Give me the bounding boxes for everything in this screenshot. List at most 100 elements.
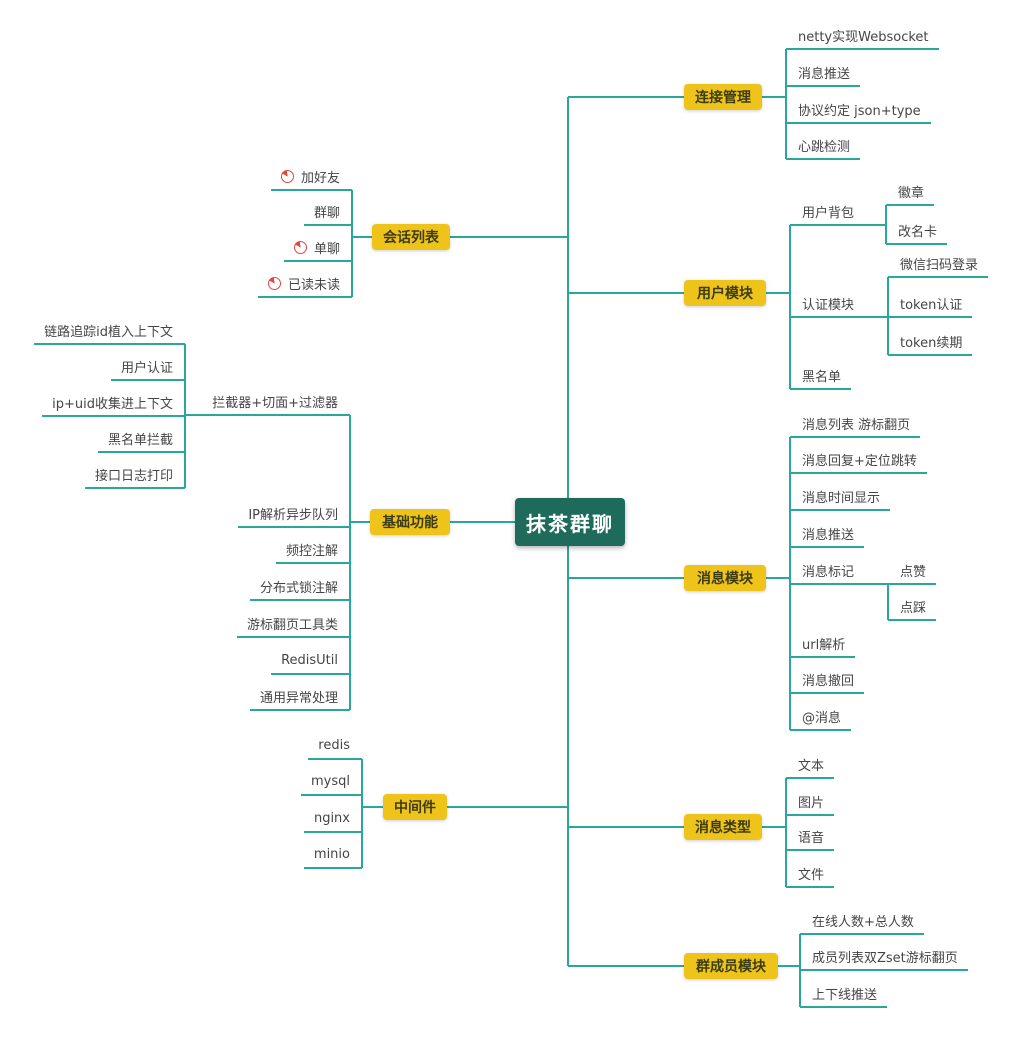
topic-label: 分布式锁注解 [259,580,338,596]
topic-label: 群聊 [313,205,340,221]
topic-netty[interactable]: netty实现Websocket [786,26,939,50]
topic-label: 成员列表双Zset游标翻页 [812,950,958,966]
topic-label: 文本 [798,758,825,774]
topic-rate-limit[interactable]: 频控注解 [275,540,350,564]
topic-label: 图片 [798,795,825,811]
topic-add-friend[interactable]: 加好友 [270,167,352,191]
topic-label: 微信扫码登录 [900,257,979,273]
topic-label: 点赞 [900,564,927,580]
topic-label: 拦截器+切面+过滤器 [212,395,338,411]
topic-label: 消息推送 [798,66,851,82]
topic-label: 在线人数+总人数 [812,914,914,930]
topic-badge[interactable]: 徽章 [886,182,935,206]
topic-label: @消息 [802,710,842,726]
topic-user-bag[interactable]: 用户背包 [790,202,864,226]
topic-voice[interactable]: 语音 [786,827,835,851]
topic-label: 文件 [798,867,825,883]
topic-label: 加好友 [300,170,340,186]
topic-label: ip+uid收集进上下文 [52,396,173,412]
topic-heartbeat[interactable]: 心跳检测 [786,136,861,160]
topic-msg-recall[interactable]: 消息撤回 [790,670,865,694]
topic-image[interactable]: 图片 [786,792,835,816]
topic-label: 用户背包 [802,205,855,221]
topic-label: 消息标记 [802,564,855,580]
topic-label: 语音 [798,830,825,846]
topic-blacklist[interactable]: 黑名单 [790,366,852,390]
topic-label: mysql [311,773,350,789]
topic-redis[interactable]: redis [308,736,362,760]
topic-label: 消息回复+定位跳转 [802,453,917,469]
topic-label: minio [313,846,350,862]
topic-msg-list[interactable]: 消息列表 游标翻页 [790,414,921,438]
topic-file[interactable]: 文件 [786,864,835,888]
topic-user-auth[interactable]: 用户认证 [110,357,185,381]
topic-like[interactable]: 点赞 [888,561,937,585]
topic-single-chat[interactable]: 单聊 [283,238,352,262]
topic-label: token续期 [900,335,963,351]
topic-wechat-scan[interactable]: 微信扫码登录 [888,254,989,278]
topic-label: url解析 [802,637,846,653]
topic-ip-queue[interactable]: IP解析异步队列 [238,504,350,528]
topic-api-log[interactable]: 接口日志打印 [84,465,185,489]
topic-label: 单聊 [313,241,340,257]
topic-text[interactable]: 文本 [786,755,835,779]
topic-trace-id[interactable]: 链路追踪id植入上下文 [34,321,185,345]
topic-label: 认证模块 [802,297,855,313]
branch-b-connect[interactable]: 连接管理 [684,84,762,110]
topic-updown-push[interactable]: 上下线推送 [800,984,888,1008]
topic-label: 消息推送 [802,527,855,543]
topic-label: RedisUtil [281,652,338,668]
topic-label: 心跳检测 [798,139,851,155]
root-topic[interactable]: 抹茶群聊 [515,498,625,546]
topic-exception[interactable]: 通用异常处理 [249,687,350,711]
topic-dist-lock[interactable]: 分布式锁注解 [249,577,350,601]
topic-auth[interactable]: 认证模块 [790,294,864,318]
topic-label: redis [318,737,350,753]
topic-group-chat[interactable]: 群聊 [303,202,352,226]
topic-minio[interactable]: minio [303,845,362,869]
topic-rename-card[interactable]: 改名卡 [886,221,948,245]
topic-label: 游标翻页工具类 [246,617,338,633]
branch-b-middleware[interactable]: 中间件 [383,794,447,820]
branch-b-message[interactable]: 消息模块 [684,565,766,591]
topic-label: netty实现Websocket [798,29,929,45]
topic-nginx[interactable]: nginx [303,809,362,833]
topic-label: 消息列表 游标翻页 [802,417,911,433]
topic-token-renew[interactable]: token续期 [888,332,973,356]
task-progress-icon [267,276,281,290]
topic-ip-uid[interactable]: ip+uid收集进上下文 [42,393,185,417]
topic-msg-push-1[interactable]: 消息推送 [786,63,861,87]
branch-b-base[interactable]: 基础功能 [370,509,450,535]
topic-protocol[interactable]: 协议约定 json+type [786,100,931,124]
topic-cursor-page[interactable]: 游标翻页工具类 [236,614,350,638]
topic-blacklist-block[interactable]: 黑名单拦截 [97,429,185,453]
topic-msg-push-2[interactable]: 消息推送 [790,524,865,548]
topic-redis-util[interactable]: RedisUtil [271,651,350,675]
task-progress-icon [280,169,294,183]
topic-label: 黑名单拦截 [107,432,173,448]
topic-msg-time[interactable]: 消息时间显示 [790,487,891,511]
branch-b-session[interactable]: 会话列表 [372,224,450,250]
topic-msg-mark[interactable]: 消息标记 [790,561,864,585]
topic-label: 已读未读 [287,277,340,293]
branch-b-msgtype[interactable]: 消息类型 [684,814,762,840]
topic-label: 通用异常处理 [259,690,338,706]
branch-b-member[interactable]: 群成员模块 [684,953,778,979]
topic-interceptor[interactable]: 拦截器+切面+过滤器 [198,392,350,416]
topic-online-count[interactable]: 在线人数+总人数 [800,911,924,935]
topic-member-list[interactable]: 成员列表双Zset游标翻页 [800,947,968,971]
task-progress-icon [293,240,307,254]
topic-label: 频控注解 [285,543,338,559]
topic-at-msg[interactable]: @消息 [790,707,852,731]
topic-url-parse[interactable]: url解析 [790,634,856,658]
topic-token-auth[interactable]: token认证 [888,294,973,318]
branch-b-user[interactable]: 用户模块 [684,280,766,306]
topic-msg-reply[interactable]: 消息回复+定位跳转 [790,450,927,474]
topic-dislike[interactable]: 点踩 [888,597,937,621]
topic-label: 点踩 [900,600,927,616]
topic-read-unread[interactable]: 已读未读 [257,274,352,298]
topic-label: 徽章 [898,185,925,201]
topic-mysql[interactable]: mysql [301,772,362,796]
